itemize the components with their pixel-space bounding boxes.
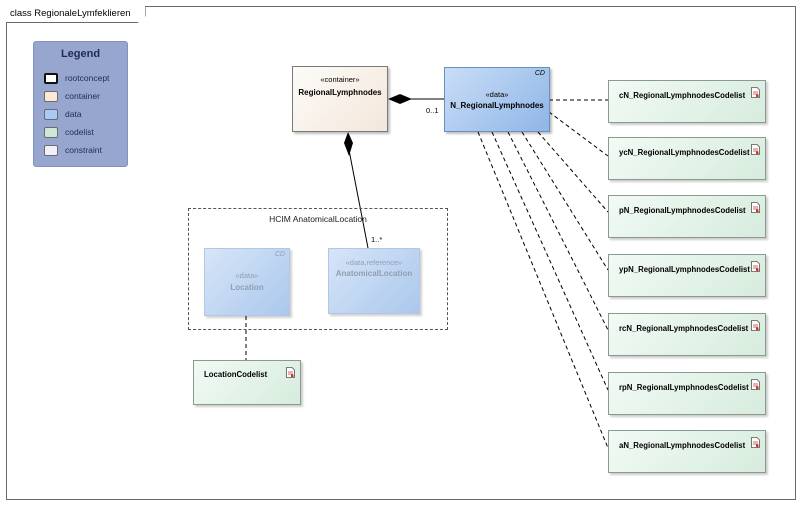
legend-title: Legend	[60, 48, 101, 60]
node-name: pN_RegionalLymphnodesCodelist	[619, 206, 746, 215]
legend-swatch-codelist	[44, 126, 58, 138]
data-location[interactable]: CD «data» Location	[204, 248, 290, 316]
node-name: rpN_RegionalLymphnodesCodelist	[619, 383, 749, 392]
node-name: Location	[230, 283, 264, 292]
codelist-an-regionallymphnodescodelist[interactable]: aN_RegionalLymphnodesCodelist	[608, 430, 766, 473]
cd-tag: CD	[274, 251, 285, 258]
legend-item-data: data	[44, 107, 82, 121]
legend-swatch-container	[44, 90, 58, 102]
codelist-rcn-regionallymphnodescodelist[interactable]: rcN_RegionalLymphnodesCodelist	[608, 313, 766, 356]
codelist-ycn-regionallymphnodescodelist[interactable]: ycN_RegionalLymphnodesCodelist	[608, 137, 766, 180]
codelist-doc-icon	[751, 261, 760, 272]
legend-label: codelist	[65, 127, 94, 137]
frame-tab-border	[6, 6, 206, 24]
container-regionallymphnodes[interactable]: «container» RegionalLymphnodes	[292, 66, 388, 132]
data-n-regionallymphnodes[interactable]: CD «data» N_RegionalLymphnodes	[444, 67, 550, 132]
node-name: AnatomicalLocation	[335, 269, 413, 278]
node-name: N_RegionalLymphnodes	[450, 101, 544, 110]
package-hcim-anatomicallocation[interactable]: HCIM AnatomicalLocation	[188, 208, 448, 330]
cd-tag: CD	[534, 70, 545, 77]
data-anatomicallocation[interactable]: «data,reference» AnatomicalLocation	[328, 248, 420, 314]
node-stereotype: «container»	[320, 75, 360, 84]
codelist-locationcodelist[interactable]: LocationCodelist	[193, 360, 301, 405]
codelist-doc-icon	[751, 202, 760, 213]
codelist-doc-icon	[286, 367, 295, 378]
codelist-doc-icon	[751, 320, 760, 331]
legend-swatch-constraint	[44, 144, 58, 156]
codelist-rpn-regionallymphnodescodelist[interactable]: rpN_RegionalLymphnodesCodelist	[608, 372, 766, 415]
node-name: ypN_RegionalLymphnodesCodelist	[619, 265, 750, 274]
node-name: LocationCodelist	[204, 370, 268, 379]
legend-swatch-rootconcept	[44, 72, 58, 84]
diagram-frame	[6, 6, 796, 500]
legend-label: constraint	[65, 145, 102, 155]
codelist-doc-icon	[751, 87, 760, 98]
codelist-cn-regionallymphnodescodelist[interactable]: cN_RegionalLymphnodesCodelist	[608, 80, 766, 123]
node-stereotype: «data»	[485, 90, 509, 99]
legend: Legend rootconcept container data codeli…	[33, 41, 128, 167]
node-name: rcN_RegionalLymphnodesCodelist	[619, 324, 749, 333]
codelist-ypn-regionallymphnodescodelist[interactable]: ypN_RegionalLymphnodesCodelist	[608, 254, 766, 297]
node-name: aN_RegionalLymphnodesCodelist	[619, 441, 746, 450]
multiplicity-container-anatomical: 1..*	[371, 235, 383, 244]
node-stereotype: «data,reference»	[345, 258, 403, 267]
codelist-doc-icon	[751, 144, 760, 155]
codelist-pn-regionallymphnodescodelist[interactable]: pN_RegionalLymphnodesCodelist	[608, 195, 766, 238]
multiplicity-container-n: 0..1	[426, 106, 439, 115]
legend-label: container	[65, 91, 100, 101]
legend-item-container: container	[44, 89, 100, 103]
node-name: ycN_RegionalLymphnodesCodelist	[619, 148, 750, 157]
node-name: RegionalLymphnodes	[298, 88, 382, 97]
node-name: cN_RegionalLymphnodesCodelist	[619, 91, 746, 100]
diagram-frame-title: class RegionaleLymfeklieren	[6, 6, 146, 23]
package-label: HCIM AnatomicalLocation	[269, 214, 367, 224]
codelist-doc-icon	[751, 437, 760, 448]
legend-item-constraint: constraint	[44, 143, 102, 157]
node-stereotype: «data»	[235, 271, 259, 280]
codelist-doc-icon	[751, 379, 760, 390]
legend-item-codelist: codelist	[44, 125, 94, 139]
legend-item-rootconcept: rootconcept	[44, 71, 109, 85]
legend-label: rootconcept	[65, 73, 110, 83]
legend-swatch-data	[44, 108, 58, 120]
legend-label: data	[65, 109, 82, 119]
